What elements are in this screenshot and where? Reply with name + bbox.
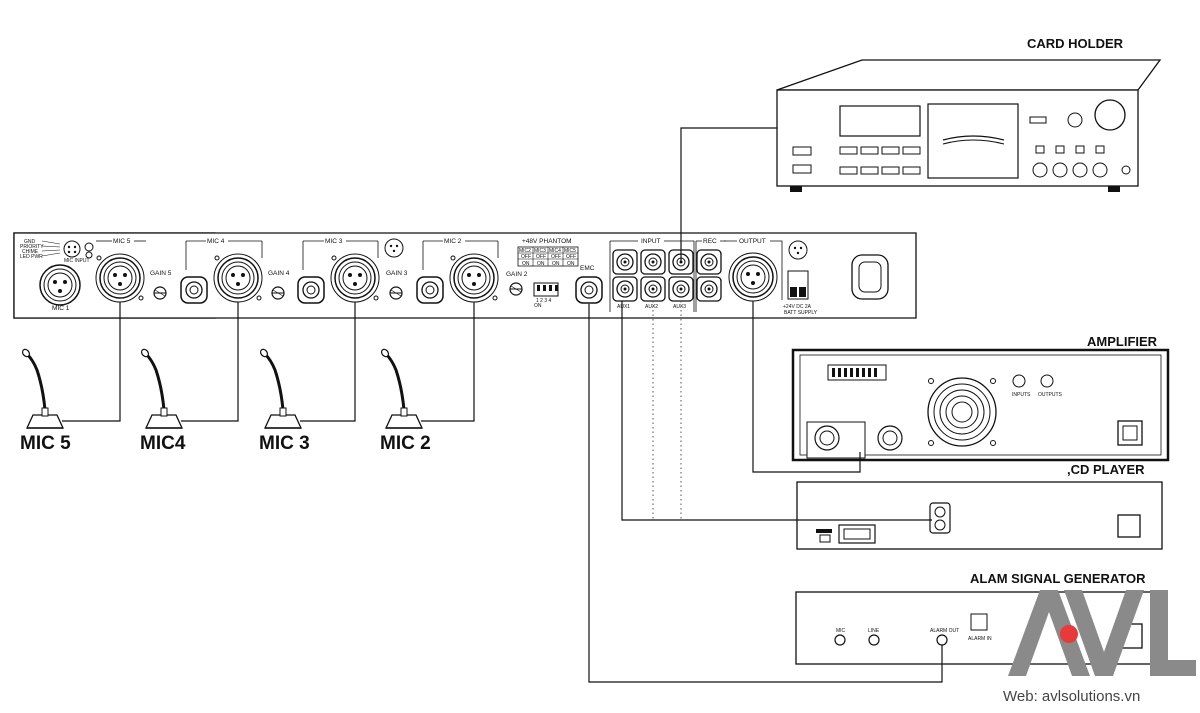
website-label: Web: avlsolutions.vn bbox=[1003, 688, 1141, 705]
cd-player-title: ,CD PLAYER bbox=[1067, 462, 1145, 477]
power-socket bbox=[851, 254, 889, 300]
svg-text:ON: ON bbox=[522, 261, 530, 267]
svg-text:1 2 3 4: 1 2 3 4 bbox=[536, 298, 552, 304]
svg-text:GAIN 2: GAIN 2 bbox=[506, 271, 528, 278]
svg-text:REC: REC bbox=[703, 238, 717, 245]
amplifier-device: INPUTS OUTPUTS bbox=[791, 348, 1170, 462]
svg-text:MIC: MIC bbox=[836, 628, 846, 634]
svg-text:ON: ON bbox=[552, 261, 560, 267]
svg-text:LED PWR: LED PWR bbox=[20, 254, 43, 260]
mic-label-3: MIC 3 bbox=[259, 433, 310, 454]
svg-text:AUX2: AUX2 bbox=[645, 304, 658, 310]
svg-text:ON: ON bbox=[534, 303, 542, 309]
amplifier-title: AMPLIFIER bbox=[1087, 334, 1158, 349]
mic-label-2: MIC 2 bbox=[380, 433, 431, 454]
gooseneck-mic-2 bbox=[378, 346, 424, 430]
svg-text:MIC4: MIC4 bbox=[549, 248, 561, 254]
svg-text:PRIORITY: PRIORITY bbox=[20, 244, 44, 250]
svg-text:OFF: OFF bbox=[536, 254, 546, 260]
input-rec-output-section: INPUT REC OUTPUT AUX1 AUX2 AUX3 +24V DC … bbox=[609, 238, 818, 316]
svg-text:EMC: EMC bbox=[580, 265, 595, 272]
svg-text:ALARM OUT: ALARM OUT bbox=[930, 628, 959, 634]
mic-input-legend: GND PRIORITY CHIME LED PWR MIC INPUT bbox=[20, 239, 94, 264]
svg-text:INPUT: INPUT bbox=[641, 238, 661, 245]
dotted-cables bbox=[652, 301, 682, 520]
mixer-rear-panel bbox=[13, 232, 917, 319]
svg-text:OUTPUT: OUTPUT bbox=[739, 238, 766, 245]
svg-text:MIC 5: MIC 5 bbox=[113, 238, 131, 245]
svg-text:MIC INPUT: MIC INPUT bbox=[64, 258, 90, 264]
svg-text:+48V PHANTOM: +48V PHANTOM bbox=[522, 238, 572, 245]
svg-text:OFF: OFF bbox=[551, 254, 561, 260]
svg-text:MIC 2: MIC 2 bbox=[444, 238, 462, 245]
card-holder-device bbox=[776, 59, 1162, 192]
mic1-connector: MIC 1 bbox=[39, 264, 81, 312]
svg-text:OFF: OFF bbox=[566, 254, 576, 260]
svg-text:ON: ON bbox=[537, 261, 545, 267]
svg-text:MIC3: MIC3 bbox=[534, 248, 546, 254]
svg-text:CHIME: CHIME bbox=[22, 249, 39, 255]
phantom-power-table: +48V PHANTOM MIC2 MIC3 MIC4 MIC5 OFF OFF… bbox=[517, 238, 579, 309]
svg-text:GAIN 4: GAIN 4 bbox=[268, 270, 290, 277]
svg-text:BATT SUPPLY: BATT SUPPLY bbox=[784, 310, 818, 316]
system-cables bbox=[588, 127, 943, 683]
gooseneck-mic-3 bbox=[257, 346, 303, 430]
avl-logo bbox=[1008, 590, 1196, 676]
svg-text:OFF: OFF bbox=[521, 254, 531, 260]
svg-text:+24V DC 2A: +24V DC 2A bbox=[783, 304, 812, 310]
svg-text:MIC 3: MIC 3 bbox=[325, 238, 343, 245]
mic-cables bbox=[62, 302, 475, 422]
svg-text:OUTPUTS: OUTPUTS bbox=[1038, 392, 1063, 398]
alarm-generator-title: ALAM SIGNAL GENERATOR bbox=[970, 571, 1146, 586]
svg-text:MIC 4: MIC 4 bbox=[207, 238, 225, 245]
emc-jack: EMC bbox=[575, 265, 603, 304]
cd-player-device bbox=[796, 481, 1163, 550]
svg-text:INPUTS: INPUTS bbox=[1012, 392, 1031, 398]
mic2-input-group: MIC 2 GAIN 2 bbox=[416, 238, 528, 304]
gooseneck-mic-4 bbox=[138, 346, 184, 430]
svg-text:ALARM IN: ALARM IN bbox=[968, 636, 992, 642]
svg-text:MIC2: MIC2 bbox=[519, 248, 531, 254]
card-holder-title: CARD HOLDER bbox=[1027, 36, 1124, 51]
mic-label-5: MIC 5 bbox=[20, 433, 71, 454]
svg-text:GAIN 3: GAIN 3 bbox=[386, 270, 408, 277]
svg-text:GND: GND bbox=[24, 239, 36, 245]
svg-text:MIC5: MIC5 bbox=[564, 248, 576, 254]
svg-text:LINE: LINE bbox=[868, 628, 880, 634]
svg-text:ON: ON bbox=[567, 261, 575, 267]
svg-text:AUX1: AUX1 bbox=[617, 304, 630, 310]
svg-text:GAIN 5: GAIN 5 bbox=[150, 270, 172, 277]
svg-text:AUX3: AUX3 bbox=[673, 304, 686, 310]
mic-label-4: MIC4 bbox=[140, 433, 186, 454]
gooseneck-mic-5 bbox=[19, 346, 65, 430]
svg-text:MIC 1: MIC 1 bbox=[52, 305, 70, 312]
